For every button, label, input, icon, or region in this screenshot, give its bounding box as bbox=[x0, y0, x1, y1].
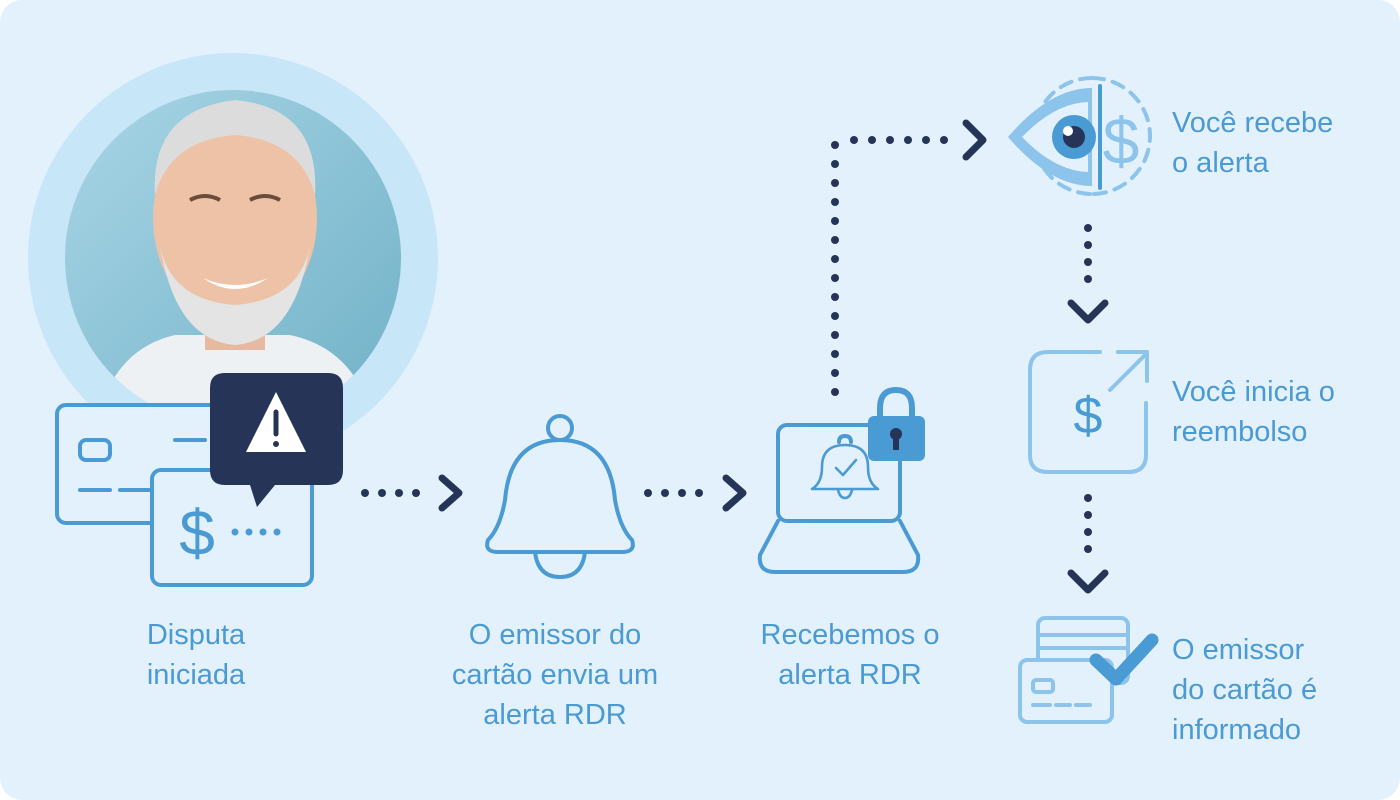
step-label-issuer-informed: O emissor do cartão é informado bbox=[1172, 634, 1318, 746]
svg-text:$: $ bbox=[1074, 387, 1103, 445]
customer-avatar bbox=[28, 53, 438, 463]
refund-icon: $ bbox=[1028, 350, 1149, 474]
step-label-issuer-sends-alert: O emissor do cartão envia um alerta RDR bbox=[451, 619, 659, 731]
arrow-dispute-to-bell bbox=[361, 474, 463, 512]
arrow-refund-to-cards bbox=[1067, 494, 1109, 594]
step-label-we-receive-alert: Recebemos o alerta RDR bbox=[760, 619, 940, 691]
step-label-dispute-started: Disputa iniciada bbox=[146, 619, 246, 691]
arrow-bell-to-laptop bbox=[644, 474, 747, 512]
eye-dollar-icon: $ bbox=[1008, 76, 1152, 196]
cards-check-icon bbox=[1018, 616, 1159, 724]
svg-text:$: $ bbox=[179, 497, 215, 569]
svg-text:$: $ bbox=[1103, 104, 1140, 178]
arrow-laptop-to-eye bbox=[831, 119, 987, 396]
arrow-eye-to-refund bbox=[1067, 224, 1109, 324]
bell-icon bbox=[485, 414, 635, 579]
step-label-you-receive-alert: Você recebe o alerta bbox=[1172, 107, 1334, 179]
dispute-cards-alert-icon: $ bbox=[55, 373, 343, 587]
step-label-you-start-refund: Você inicia o reembolso bbox=[1172, 376, 1335, 448]
laptop-lock-icon bbox=[757, 387, 925, 574]
